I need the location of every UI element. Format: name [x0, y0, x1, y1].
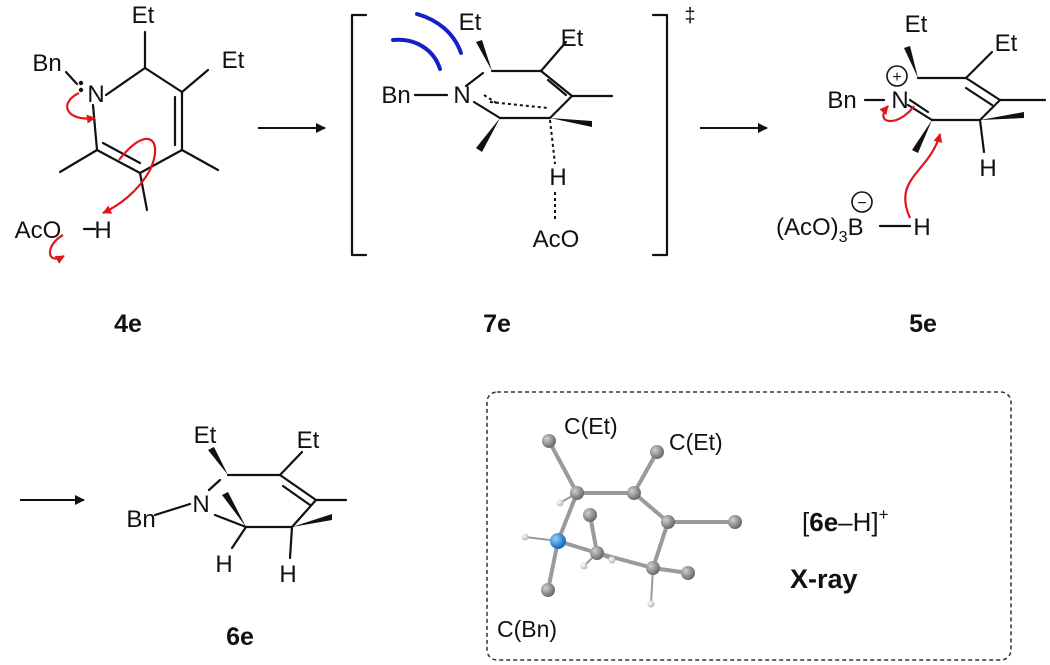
carbon-atom [646, 561, 660, 575]
nitrogen-atom [550, 533, 566, 549]
molecule-5e: Et Et Bn N + H (AcO)3B − H 5e [776, 11, 1047, 338]
positive-charge-circle [886, 65, 908, 87]
nitrogen-label: N [453, 82, 470, 109]
curly-arrow [904, 133, 943, 219]
carbon-atom [583, 508, 597, 522]
hydrogen-label: H [94, 217, 111, 244]
curly-arrow [879, 105, 915, 123]
nitrogen-label: N [192, 491, 209, 518]
positive-charge-sign: + [892, 69, 901, 86]
lone-pair-dot [78, 87, 84, 93]
carbon-atom [541, 583, 555, 597]
hydride-label: H [913, 214, 930, 241]
molecule-6e: Et Et Bn N H H 6e [126, 422, 348, 651]
steric-arc [415, 12, 463, 55]
carbon-atom [728, 515, 742, 529]
carbon-atom [542, 434, 556, 448]
xray-atom-label: C(Bn) [497, 616, 557, 642]
molecule-4e: Et Et Bn N AcO H 4e [15, 2, 245, 338]
nitrogen-label: N [87, 81, 104, 108]
xray-atom-label: C(Et) [669, 429, 723, 455]
negative-charge-sign: − [857, 195, 866, 212]
nitrogen-label: N [891, 87, 908, 114]
molecule-7e: Et Et Bn N H AcO ‡ 7e [350, 5, 696, 338]
hydrogen-atom [521, 533, 529, 541]
wedge-bond [208, 447, 228, 475]
ethyl-label: Et [194, 422, 217, 449]
hydrogen-atom [556, 499, 564, 507]
xray-formula: [6e–H]+ [802, 505, 889, 537]
carbon-atom [627, 486, 641, 500]
curly-arrow [48, 234, 65, 264]
carbon-atom [681, 566, 695, 580]
hydrogen-label: H [979, 155, 996, 182]
hydrogen-label: H [549, 164, 566, 191]
wedge-bond [912, 120, 932, 153]
acetate-label: AcO [533, 226, 580, 253]
boron-substituent-label: (AcO)3B [776, 214, 864, 246]
xray-bonds [524, 439, 737, 605]
lone-pair-dot [78, 80, 84, 86]
compound-label-6e: 6e [226, 623, 254, 651]
dashed-frame [486, 391, 1012, 661]
ethyl-label: Et [132, 2, 155, 29]
xray-caption: X-ray [790, 564, 858, 594]
wedge-bond [980, 112, 1024, 120]
hydrogen-label: H [279, 561, 296, 588]
ethyl-label: Et [561, 25, 584, 52]
carbon-atom [570, 486, 584, 500]
xray-atom-label: C(Et) [564, 413, 618, 439]
negative-charge-circle [851, 191, 873, 213]
curly-arrow [102, 137, 157, 214]
carbon-atom [650, 445, 664, 459]
benzyl-label: Bn [126, 506, 155, 533]
compound-label-4e: 4e [114, 310, 142, 338]
right-bracket [651, 13, 669, 257]
steric-arc [391, 37, 442, 71]
compound-label-7e: 7e [483, 310, 511, 338]
benzyl-label: Bn [827, 87, 856, 114]
wedge-bond [476, 118, 500, 152]
wedge-bond [550, 118, 592, 127]
benzyl-label: Bn [381, 82, 410, 109]
wedge-bond [476, 40, 492, 71]
hydrogen-atom [647, 600, 655, 608]
xray-atoms [521, 434, 742, 608]
ethyl-label: Et [459, 9, 482, 36]
hydrogen-atom [608, 556, 616, 564]
wedge-bond [222, 492, 246, 527]
compound-label-5e: 5e [909, 310, 937, 338]
wedge-bond [904, 46, 918, 78]
acetate-label: AcO [15, 217, 62, 244]
benzyl-label: Bn [32, 50, 61, 77]
hydrogen-atom [580, 562, 588, 570]
carbon-atom [661, 515, 675, 529]
hydrogen-label: H [215, 551, 232, 578]
transition-state-symbol: ‡ [684, 5, 695, 27]
ethyl-label: Et [222, 47, 245, 74]
ethyl-label: Et [297, 427, 320, 454]
wedge-bond [292, 514, 332, 527]
left-bracket [350, 13, 368, 257]
ethyl-label: Et [995, 30, 1018, 57]
ethyl-label: Et [905, 11, 928, 38]
curly-arrow [66, 92, 96, 124]
carbon-atom [590, 546, 604, 560]
xray-structure-box: C(Et) C(Et) C(Bn) [6e–H]+ X-ray [486, 391, 1012, 661]
